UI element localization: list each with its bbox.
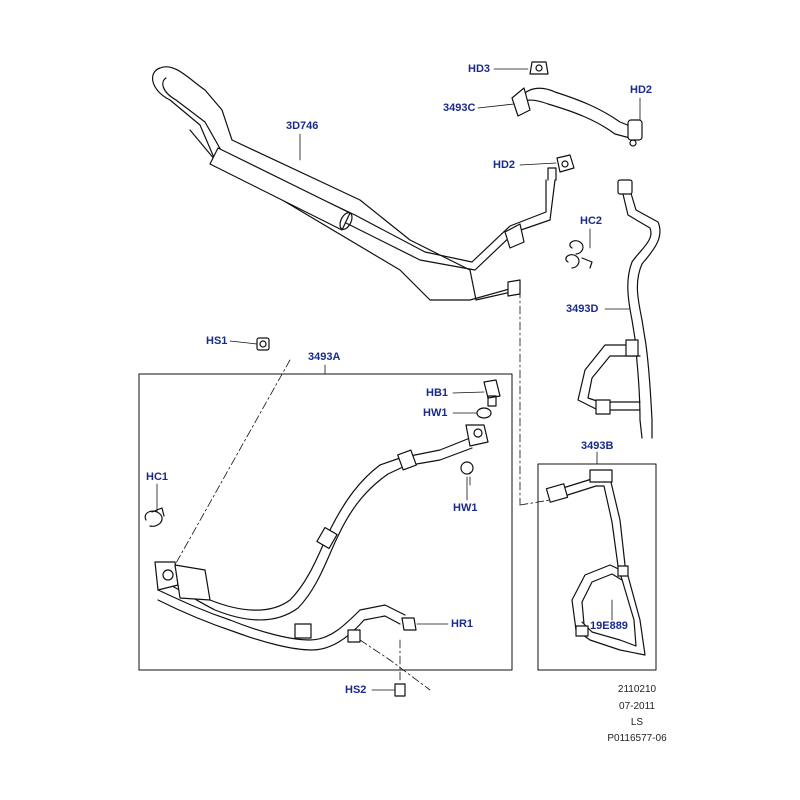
clamps-hc2 xyxy=(565,240,593,269)
callout-3493a: 3493A xyxy=(308,351,341,363)
callout-3493d: 3493D xyxy=(566,303,599,315)
callout-hd2-top: HD2 xyxy=(630,84,653,96)
bolt-hs1 xyxy=(256,337,270,351)
washer-hw1-top xyxy=(476,407,492,419)
callout-hw1-top: HW1 xyxy=(423,407,448,419)
callout-hs1: HS1 xyxy=(206,335,228,347)
callout-3d746: 3D746 xyxy=(286,120,319,132)
reference-line-1: 2110210 xyxy=(617,684,657,695)
hose-3493a xyxy=(154,424,489,651)
callout-hc2: HC2 xyxy=(580,215,603,227)
callout-hd3: HD3 xyxy=(468,63,491,75)
callout-hr1: HR1 xyxy=(451,618,474,630)
cooler-pipe-3d746 xyxy=(152,66,557,301)
bolt-hb1 xyxy=(483,379,501,407)
bolt-hs2 xyxy=(394,683,406,697)
callout-hb1: HB1 xyxy=(426,387,449,399)
hose-3493c xyxy=(511,61,643,147)
callout-19e889: 19E889 xyxy=(590,620,628,632)
clamp-hd2-mid xyxy=(556,154,575,173)
leader-lines xyxy=(156,68,641,691)
hose-3493d xyxy=(577,179,661,439)
reference-line-3: LS xyxy=(630,717,644,728)
callout-hc1: HC1 xyxy=(146,471,169,483)
phantom-lines xyxy=(174,289,551,691)
hose-3493b xyxy=(545,469,646,656)
callout-hd2-mid: HD2 xyxy=(493,159,516,171)
callout-hs2: HS2 xyxy=(345,684,367,696)
group-box-3493a xyxy=(138,373,513,671)
callout-3493c: 3493C xyxy=(443,102,476,114)
reference-line-4: P0116577-06 xyxy=(607,733,667,744)
retainer-hr1 xyxy=(401,617,417,631)
washer-hw1-bottom xyxy=(460,461,474,475)
clamp-hc1 xyxy=(144,507,165,527)
callout-3493b: 3493B xyxy=(581,440,614,452)
reference-line-2: 07-2011 xyxy=(619,701,655,712)
callout-hw1-bottom: HW1 xyxy=(453,502,478,514)
